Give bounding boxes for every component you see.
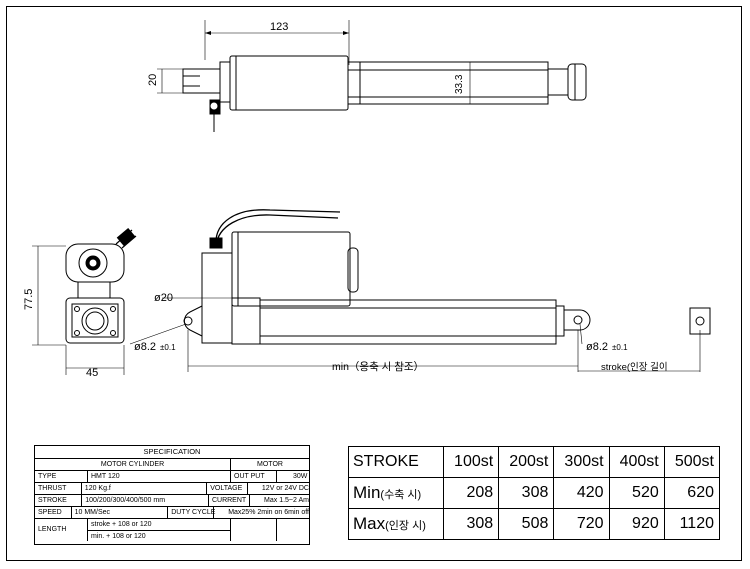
specification-table: SPECIFICATION MOTOR CYLINDER MOTOR TYPE … [34, 445, 310, 545]
spec-key: STROKE [35, 495, 83, 506]
spec-key: CURRENT [209, 495, 251, 506]
stroke-cell: 208 [442, 477, 500, 509]
spec-key: OUT PUT [231, 471, 277, 482]
spec-row: THRUST 120 Kg.f VOLTAGE 12V or 24V DC [35, 483, 309, 495]
stroke-col: 200st [498, 446, 555, 478]
spec-value: 12V or 24V DC [261, 485, 309, 492]
spec-key: THRUST [35, 483, 82, 494]
stroke-cell: 1120 [663, 508, 721, 540]
spec-key: DUTY CYCLE [168, 507, 215, 518]
spec-empty [277, 519, 309, 541]
stroke-col: 400st [608, 446, 665, 478]
spec-subheader-row: MOTOR CYLINDER MOTOR [35, 459, 309, 471]
dim-45: 45 [86, 367, 98, 379]
spec-value: 30W [293, 473, 308, 480]
stroke-cell: 620 [663, 477, 721, 509]
dim-pin-left: ø8.2 [134, 341, 156, 353]
spec-motor: MOTOR [257, 461, 283, 468]
spec-value: 100/200/300/400/500 mm [82, 495, 209, 506]
stroke-header-row: STROKE 100st 200st 300st 400st 500st [348, 446, 721, 478]
dim-pin-left-tol: ±0.1 [160, 343, 176, 352]
spec-key: LENGTH [35, 519, 88, 541]
dim-77-5: 77.5 [23, 289, 35, 310]
spec-value: Max 1.5~2 Am [264, 497, 309, 504]
spec-value: HMT 120 [88, 471, 231, 482]
stroke-cell: 308 [498, 477, 555, 509]
spec-value: 120 Kg.f [82, 483, 208, 494]
max-label-big: Max [353, 514, 386, 533]
stroke-col: 100st [442, 446, 500, 478]
dim-20: 20 [147, 74, 159, 86]
spec-title: SPECIFICATION [35, 446, 309, 459]
spec-length-row: LENGTH stroke + 108 or 120 min. + 108 or… [35, 519, 309, 541]
stroke-cell: 508 [498, 508, 555, 540]
stroke-min-label: Min(수축 시) [348, 477, 444, 509]
spec-row: SPEED 10 MM/Sec DUTY CYCLE Max25% 2min o… [35, 507, 309, 519]
spec-value: stroke + 108 or 120 [88, 519, 230, 531]
side-view [129, 209, 711, 372]
spec-key: VOLTAGE [207, 483, 248, 494]
spec-motor-cylinder: MOTOR CYLINDER [35, 459, 231, 470]
dim-123: 123 [270, 21, 288, 33]
spec-row: STROKE 100/200/300/400/500 mm CURRENT Ma… [35, 495, 309, 507]
stroke-cell: 720 [553, 508, 610, 540]
min-label-small: (수축 시) [380, 489, 422, 501]
stroke-min-row: Min(수축 시) 208 308 420 520 620 [348, 477, 721, 509]
drawing-frame [6, 6, 742, 561]
spec-value: min. + 108 or 120 [91, 533, 146, 540]
stroke-max-label: Max(인장 시) [348, 508, 444, 540]
stroke-cell: 308 [442, 508, 500, 540]
spec-row: TYPE HMT 120 OUT PUT 30W [35, 471, 309, 483]
stroke-table: STROKE 100st 200st 300st 400st 500st Min… [348, 446, 721, 540]
stroke-cell: 520 [608, 477, 665, 509]
spec-length-values: stroke + 108 or 120 min. + 108 or 120 [88, 519, 231, 541]
stroke-cell: 920 [608, 508, 665, 540]
dim-stroke: stroke(인장 길이 [601, 361, 668, 373]
min-label-big: Min [353, 483, 381, 502]
dim-pin-right: ø8.2 [586, 341, 608, 353]
stroke-header: STROKE [348, 446, 444, 478]
stroke-cell: 420 [553, 477, 610, 509]
stroke-max-row: Max(인장 시) 308 508 720 920 1120 [348, 508, 721, 540]
dim-33-3: 33.3 [454, 74, 465, 94]
dim-pin-right-tol: ±0.1 [612, 343, 628, 352]
stroke-col: 300st [553, 446, 610, 478]
stroke-col: 500st [663, 446, 721, 478]
spec-key: SPEED [35, 507, 72, 518]
spec-empty [231, 519, 277, 541]
spec-key: TYPE [35, 471, 88, 482]
dim-rod-diameter: ø20 [154, 292, 173, 304]
spec-value: 10 MM/Sec [72, 507, 169, 518]
max-label-small: (인장 시) [385, 520, 426, 532]
top-view [157, 20, 587, 132]
dim-min: min（응축 시 참조） [332, 361, 424, 373]
spec-value: Max25% 2min on 6min off [228, 509, 309, 516]
end-view [32, 227, 137, 375]
